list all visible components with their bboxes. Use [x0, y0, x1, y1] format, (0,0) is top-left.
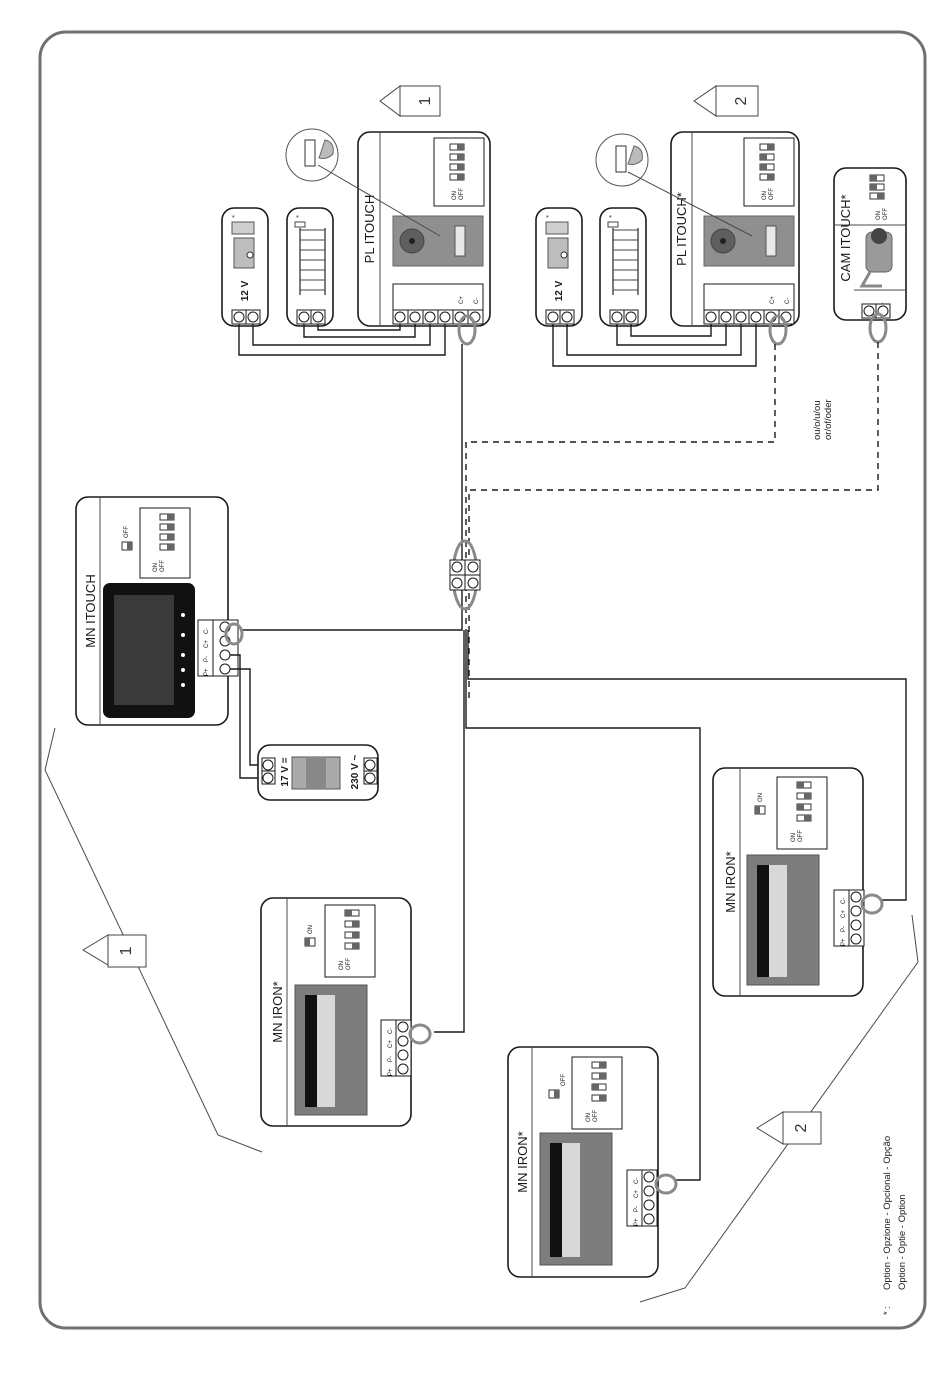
mode-switch-label: ON: [758, 793, 764, 802]
mode-switch-label: ON: [308, 925, 314, 934]
alternative-note-line2: or/of/oder: [823, 399, 834, 440]
badge-top-1: 1: [379, 85, 441, 117]
mode-switch-label: OFF: [561, 1074, 567, 1086]
terminal-label-c-plus: C+: [634, 1190, 640, 1198]
terminal-label-c-plus: C+: [841, 910, 847, 918]
dip-on-label: ON: [586, 1113, 592, 1122]
badge-top-1-label: 1: [417, 96, 434, 105]
gate-icon: [607, 221, 639, 295]
dip-switch-block: ON OFF: [869, 174, 889, 220]
dip-switch-block: ON OFF: [139, 507, 191, 579]
terminal-label-c-plus: C+: [204, 640, 210, 648]
terminal-label-c-minus: C-: [388, 1028, 394, 1034]
dip-switch-block: ON OFF: [776, 776, 828, 850]
electric-lock-1: * 12 V: [221, 207, 269, 327]
device-title: MN ITOUCH: [83, 574, 98, 647]
cam-itouch: CAM ITOUCH* ON OFF C- C+: [833, 167, 907, 321]
terminal-label-c-minus: C-: [474, 298, 480, 304]
terminal-label-c-plus: C+: [388, 1040, 394, 1048]
mn-iron-b: MN IRON* OFF ON OFF C- C+ P- P+: [507, 1046, 659, 1278]
dip-switch-block: ON OFF: [571, 1056, 623, 1130]
camera-icon: [859, 228, 893, 288]
footnote-marker: * :: [882, 1306, 893, 1315]
footnote-line1: Option - Opzione - Opcional - Opção: [882, 1136, 893, 1290]
badge-left-1: 1: [82, 934, 147, 968]
terminal-label-c-minus: C-: [634, 1178, 640, 1184]
terminal-label-p-plus: P+: [388, 1068, 394, 1076]
badge-right-2: 2: [756, 1111, 822, 1145]
terminal-label-c-plus: C+: [770, 296, 776, 304]
dip-off-label: OFF: [883, 208, 889, 220]
asterisk: *: [232, 215, 235, 222]
pl-itouch-1: PL ITOUCH ON OFF C+ C-: [357, 131, 491, 327]
dip-switch-block: ON OFF: [324, 904, 376, 978]
psu-output-voltage: 17 V =: [280, 757, 291, 786]
badge-top-2: 2: [693, 85, 759, 117]
asterisk: *: [546, 215, 549, 222]
device-title: MN IRON*: [515, 1131, 530, 1192]
device-title: CAM ITOUCH*: [838, 194, 853, 281]
mn-iron-a: MN IRON* ON ON OFF C- C+ P- P+: [260, 897, 412, 1127]
electric-lock-2: * 12 V: [535, 207, 583, 327]
mode-switch-label: OFF: [124, 526, 130, 538]
lock-icon: [545, 221, 569, 235]
dip-on-label: ON: [339, 961, 345, 970]
gate-icon: [294, 221, 326, 295]
footnote-line2: Option - Optie - Option: [897, 1194, 908, 1290]
dip-switch-block: ON OFF: [433, 137, 485, 207]
gate-opener-2: *: [599, 207, 647, 327]
terminal-label-p-minus: P-: [204, 656, 210, 662]
dip-on-label: ON: [876, 211, 882, 220]
mn-iron-c: MN IRON* ON ON OFF C- C+ P- P+: [712, 767, 865, 997]
alternative-note-line1: ou/o/u/ou: [812, 400, 823, 440]
dip-on-label: ON: [762, 191, 768, 200]
terminal-label-c-minus: C-: [785, 298, 791, 304]
terminal-label-p-minus: P-: [388, 1056, 394, 1062]
device-title: MN IRON*: [270, 981, 285, 1042]
outer-frame: [38, 30, 927, 1330]
dip-off-label: OFF: [346, 958, 352, 970]
pl-itouch-2: PL ITOUCH* ON OFF C+ C-: [670, 131, 800, 327]
badge-left-1-label: 1: [118, 946, 135, 955]
terminal-label-c-minus: C-: [841, 898, 847, 904]
dip-off-label: OFF: [593, 1110, 599, 1122]
dip-off-label: OFF: [769, 188, 775, 200]
dip-on-label: ON: [153, 563, 159, 572]
finger-callout-2: [595, 133, 753, 237]
asterisk: *: [609, 215, 612, 222]
device-title: MN IRON*: [723, 851, 738, 912]
psu-input-voltage: 230 V ~: [350, 754, 361, 789]
terminal-label-p-plus: P+: [841, 938, 847, 946]
device-title: PL ITOUCH*: [674, 192, 689, 266]
lock-voltage-label: 12 V: [240, 280, 251, 301]
finger-callout-1: [285, 128, 441, 237]
terminal-label-p-minus: P-: [634, 1206, 640, 1212]
lock-voltage-label: 12 V: [554, 280, 565, 301]
junction-block: [449, 539, 481, 611]
terminal-label-p-plus: P+: [204, 668, 210, 676]
badge-top-2-label: 2: [733, 96, 750, 105]
monitor-buttons-icon: [181, 613, 185, 687]
zone-1-boundary: [44, 727, 263, 1153]
terminal-label-p-plus: P+: [634, 1218, 640, 1226]
terminal-label-c-minus: C-: [204, 628, 210, 634]
mn-itouch: MN ITOUCH OFF ON OFF C- C+ P- P+: [75, 496, 239, 726]
badge-right-2-label: 2: [793, 1123, 810, 1132]
dip-on-label: ON: [452, 191, 458, 200]
dip-off-label: OFF: [459, 188, 465, 200]
power-supply: 17 V = 230 V ~: [257, 744, 379, 801]
lock-icon: [231, 221, 255, 235]
terminal-label-c-plus: C+: [459, 296, 465, 304]
dip-on-label: ON: [791, 833, 797, 842]
dip-off-label: OFF: [160, 560, 166, 572]
dip-switch-block: ON OFF: [743, 137, 795, 207]
device-title: PL ITOUCH: [362, 195, 377, 264]
terminal-label-p-minus: P-: [841, 926, 847, 932]
gate-opener-1: *: [286, 207, 334, 327]
dip-off-label: OFF: [798, 830, 804, 842]
asterisk: *: [296, 215, 299, 222]
